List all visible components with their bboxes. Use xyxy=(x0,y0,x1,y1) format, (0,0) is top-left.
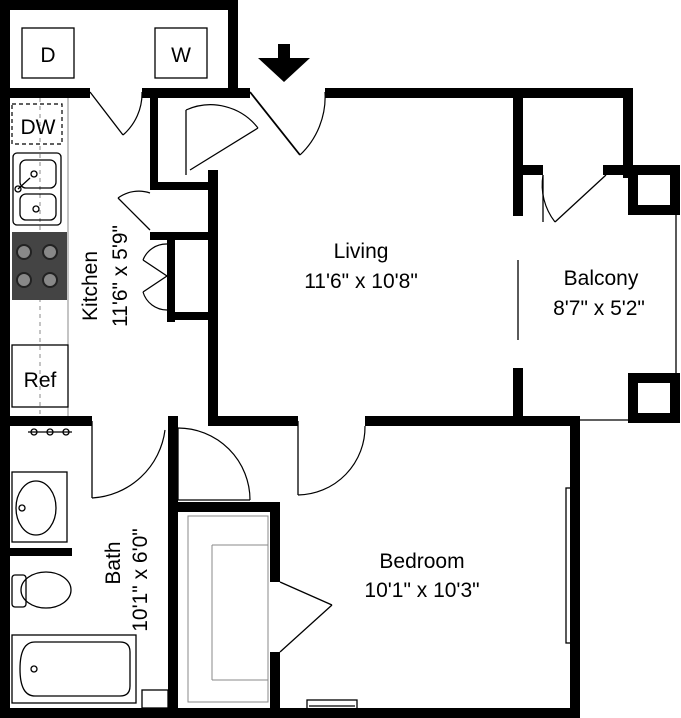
bedroom-closet xyxy=(187,515,269,703)
balcony-name: Balcony xyxy=(564,267,639,290)
kitchen-fixtures: DW Ref xyxy=(11,98,69,416)
washer-label: W xyxy=(171,44,191,67)
living-name: Living xyxy=(334,240,389,263)
balcony-dims: 8'7" x 5'2" xyxy=(553,297,645,320)
windows xyxy=(306,215,680,713)
bath-fixtures xyxy=(11,428,169,709)
kitchen-name: Kitchen xyxy=(79,251,102,321)
bedroom-name: Bedroom xyxy=(379,550,464,573)
doors xyxy=(89,91,607,653)
dishwasher-label: DW xyxy=(21,116,56,139)
kitchen-dims: 11'6" x 5'9" xyxy=(109,225,132,327)
bath-name: Bath xyxy=(102,541,125,584)
bath-dims: 10'1" x 6'0" xyxy=(129,528,152,632)
room-labels: Living 11'6" x 10'8" Balcony 8'7" x 5'2"… xyxy=(79,225,645,632)
bedroom-dims: 10'1" x 10'3" xyxy=(364,579,479,602)
entry-arrow-icon xyxy=(258,44,310,82)
dryer-label: D xyxy=(40,44,55,67)
laundry: D W xyxy=(21,27,208,79)
living-dims: 11'6" x 10'8" xyxy=(304,270,418,293)
refrigerator-label: Ref xyxy=(24,369,57,392)
